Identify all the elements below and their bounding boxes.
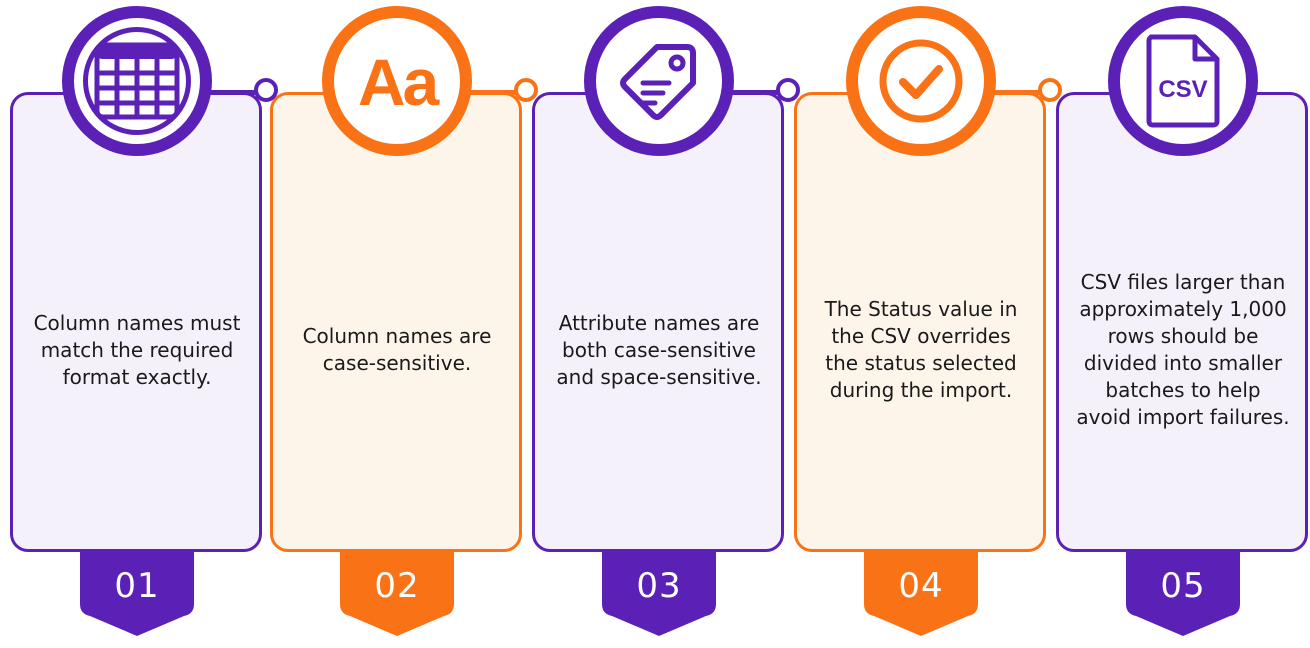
- step-card: [532, 92, 784, 552]
- csv-file-icon: CSV: [1146, 34, 1220, 128]
- step-5: CSV CSV files larger than approximately …: [1052, 0, 1310, 648]
- step-1: Column names must match the required for…: [6, 0, 278, 648]
- step-description: Attribute names are both case-sensitive …: [556, 310, 762, 389]
- connector-node: [1038, 78, 1062, 102]
- step-description: The Status value in the CSV overrides th…: [824, 297, 1018, 402]
- step-number: 04: [898, 566, 944, 606]
- check-circle-icon: [879, 39, 963, 123]
- icon-badge: [584, 6, 734, 156]
- step-number-tab: 02: [340, 552, 454, 638]
- connector-node: [776, 78, 800, 102]
- icon-badge: [846, 6, 996, 156]
- step-number: 05: [1160, 566, 1206, 606]
- connector-arm: [986, 90, 1040, 95]
- icon-badge: [62, 6, 212, 156]
- step-description: CSV files larger than approximately 1,00…: [1076, 270, 1290, 429]
- icon-badge: Aa: [322, 6, 472, 156]
- csv-label: CSV: [1158, 76, 1207, 103]
- step-number-tab: 03: [602, 552, 716, 638]
- connector-node: [514, 78, 538, 102]
- step-number-tab: 05: [1126, 552, 1240, 638]
- step-3: Attribute names are both case-sensitive …: [528, 0, 800, 648]
- step-description: Column names must match the required for…: [33, 310, 241, 389]
- connector-arm: [724, 90, 778, 95]
- table-icon: [94, 42, 180, 120]
- step-number-tab: 04: [864, 552, 978, 638]
- connector-node: [254, 78, 278, 102]
- icon-badge: CSV: [1108, 6, 1258, 156]
- step-4: The Status value in the CSV overrides th…: [790, 0, 1062, 648]
- step-card: [270, 92, 522, 552]
- step-card: [1056, 92, 1308, 552]
- step-description: Column names are case-sensitive.: [302, 324, 492, 375]
- step-number-tab: 01: [80, 552, 194, 638]
- step-card: [794, 92, 1046, 552]
- tag-icon: [620, 44, 696, 120]
- step-number: 01: [114, 566, 160, 606]
- step-2: Aa Column names are case-sensitive. 02: [266, 0, 538, 648]
- connector-arm: [462, 90, 516, 95]
- step-number: 02: [374, 566, 420, 606]
- step-card: [10, 92, 262, 552]
- font-case-icon: Aa: [357, 45, 439, 119]
- step-number: 03: [636, 566, 682, 606]
- connector-arm: [202, 90, 256, 95]
